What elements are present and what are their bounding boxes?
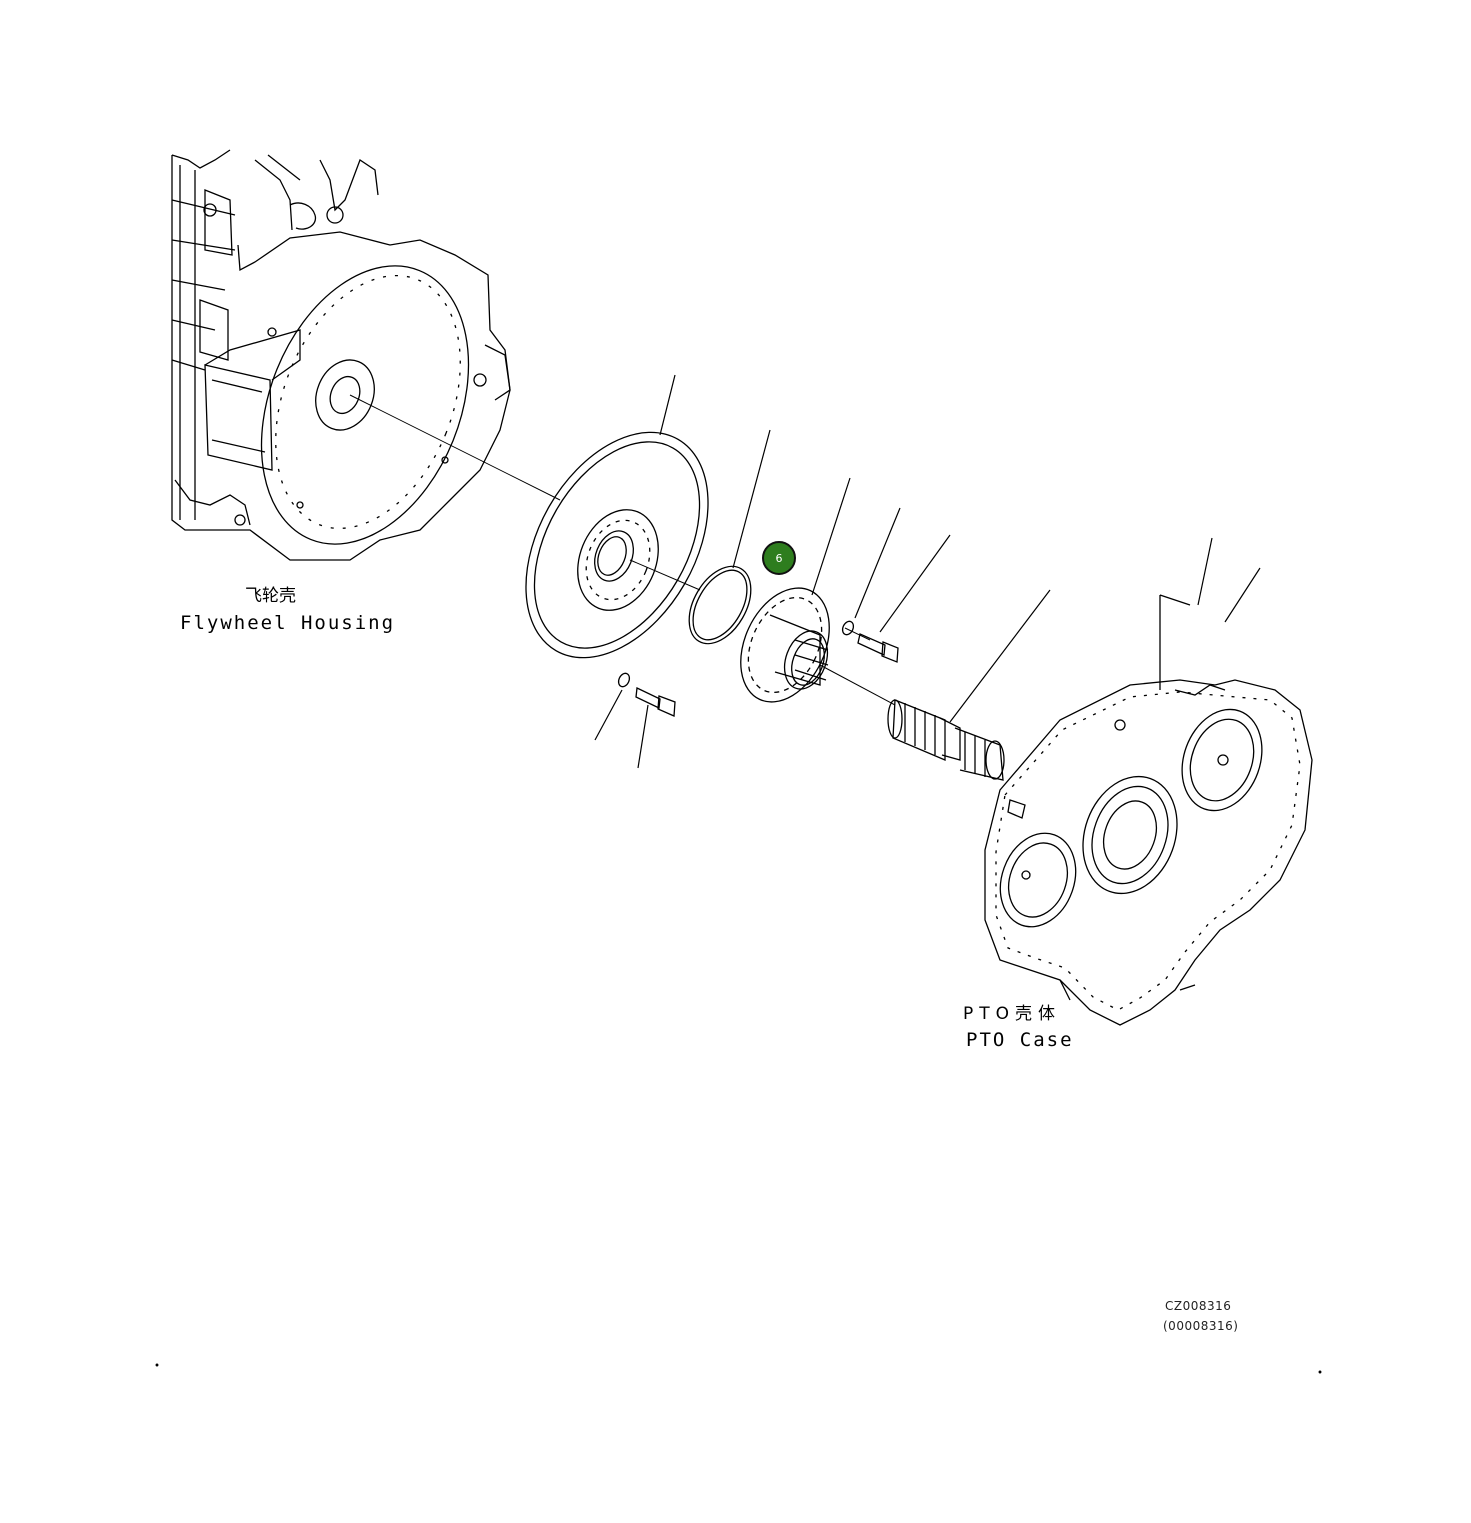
- flywheel-housing-label-en: Flywheel Housing: [180, 612, 396, 634]
- pto-case-drawing: [984, 594, 1313, 1026]
- coupling-plate-drawing: [525, 431, 709, 659]
- flywheel-housing-label-cn: 飞轮壳: [245, 586, 296, 606]
- flange-hub-drawing: [740, 587, 830, 703]
- pto-case-label-cn: PTO壳体: [963, 1004, 1062, 1024]
- drawing-code: CZ008316: [1165, 1299, 1232, 1313]
- washer-bolt-lower-drawing: [617, 672, 676, 717]
- washer-bolt-upper-drawing: [841, 620, 899, 663]
- corner-mark: [155, 1363, 159, 1367]
- leader-lines: [594, 374, 1261, 769]
- o-ring-drawing: [688, 565, 752, 645]
- corner-mark: [1318, 1370, 1322, 1374]
- flywheel-housing-drawing: [171, 149, 511, 561]
- assembly-center-lines: [349, 394, 896, 706]
- spline-shaft-drawing: [887, 699, 1005, 781]
- callout-6-button[interactable]: 6: [762, 541, 796, 575]
- drawing-code-alt: (00008316): [1163, 1319, 1239, 1333]
- pto-case-label-en: PTO Case: [966, 1029, 1074, 1051]
